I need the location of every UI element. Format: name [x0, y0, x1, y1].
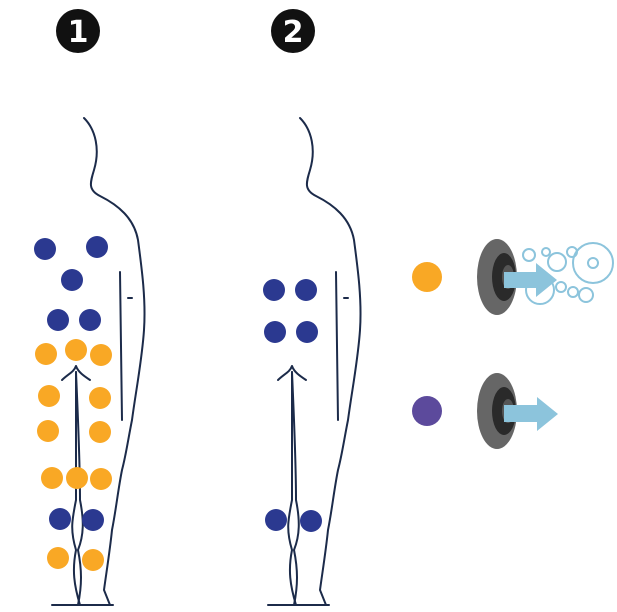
focused-shockwave-icon [477, 373, 558, 449]
treatment-point-light [47, 547, 69, 569]
treatment-point-dark [263, 279, 285, 301]
body-outline-2 [267, 117, 362, 606]
legend-dot-radial [412, 262, 442, 292]
panel-2-number: 2 [283, 15, 304, 50]
panel-1-number: 1 [68, 15, 89, 50]
body-outline-1 [51, 117, 146, 606]
treatment-point-dark [61, 269, 83, 291]
treatment-point-light [82, 549, 104, 571]
treatment-point-light [90, 468, 112, 490]
treatment-point-light [90, 344, 112, 366]
treatment-point-light [89, 387, 111, 409]
treatment-point-dark [34, 238, 56, 260]
treatment-point-dark [47, 309, 69, 331]
treatment-point-dark [86, 236, 108, 258]
treatment-points-1 [34, 236, 112, 571]
treatment-point-light [37, 420, 59, 442]
legend-dot-focused [412, 396, 442, 426]
treatment-point-dark [300, 510, 322, 532]
treatment-point-light [38, 385, 60, 407]
treatment-point-light [65, 339, 87, 361]
treatment-point-light [41, 467, 63, 489]
treatment-point-dark [296, 321, 318, 343]
treatment-point-dark [82, 509, 104, 531]
treatment-point-light [35, 343, 57, 365]
treatment-point-dark [265, 509, 287, 531]
treatment-point-dark [49, 508, 71, 530]
panel-1-badge: 1 [56, 9, 100, 53]
treatment-point-dark [79, 309, 101, 331]
treatment-point-dark [295, 279, 317, 301]
radial-shockwave-icon [477, 239, 614, 315]
treatment-point-light [89, 421, 111, 443]
panel-2-badge: 2 [271, 9, 315, 53]
treatment-point-dark [264, 321, 286, 343]
treatment-point-light [66, 467, 88, 489]
legend [412, 239, 614, 449]
treatment-points-2 [263, 279, 322, 532]
